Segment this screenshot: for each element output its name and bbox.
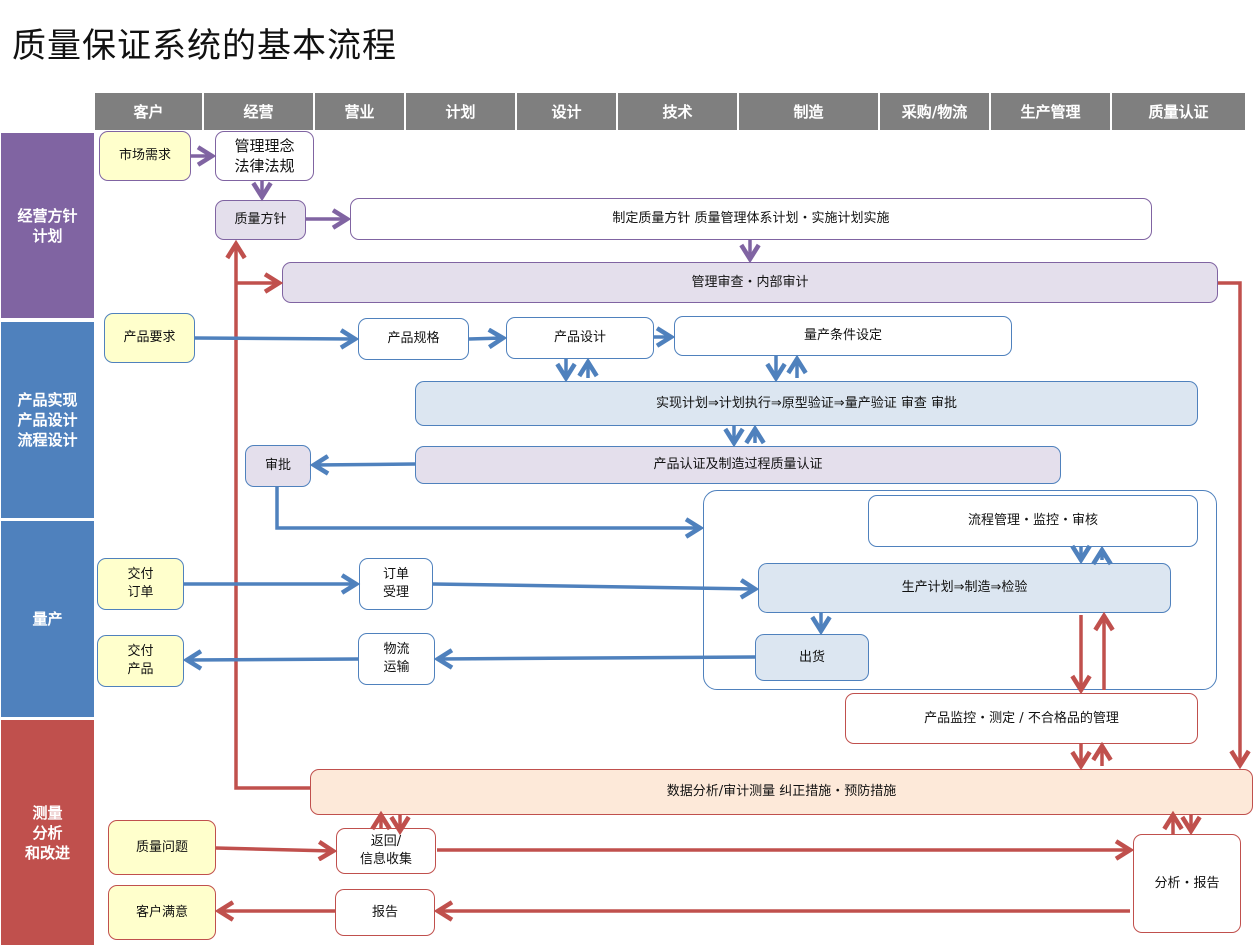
lane-measurement-improvement: 测量 分析 和改进 [1,720,94,945]
node-feedback-collection[interactable]: 返回/ 信息收集 [336,828,436,874]
node-quality-policy[interactable]: 质量方针 [215,200,306,240]
arrow-approval-to-production [275,487,700,528]
arrow-review-to-analysis [1218,281,1240,765]
arrow-analysis-to-policy [236,244,310,790]
node-deliver-order[interactable]: 交付 订单 [97,558,184,610]
node-product-requirement[interactable]: 产品要求 [104,313,195,363]
arrow-cert-to-approval [314,464,416,465]
node-production-plan[interactable]: 生产计划⇒制造⇒检验 [758,563,1171,613]
node-management-philosophy[interactable]: 管理理念 法律法规 [215,131,314,181]
column-header-planning: 计划 [406,93,515,130]
lane-mass-production: 量产 [1,521,94,717]
column-header-manufacturing: 制造 [739,93,878,130]
node-certification[interactable]: 产品认证及制造过程质量认证 [415,446,1061,484]
column-header-quality-cert: 质量认证 [1112,93,1245,130]
node-mass-production-conditions[interactable]: 量产条件设定 [674,316,1012,356]
column-header-production-mgmt: 生产管理 [991,93,1110,130]
node-process-management[interactable]: 流程管理・监控・审核 [868,495,1198,547]
node-logistics[interactable]: 物流 运输 [358,633,435,685]
node-market-demand[interactable]: 市场需求 [99,131,191,181]
column-header-sales: 营业 [315,93,404,130]
node-management-review[interactable]: 管理审查・内部审计 [282,262,1218,303]
node-order-acceptance[interactable]: 订单 受理 [359,558,433,610]
column-header-customer: 客户 [95,93,202,130]
arrow-req-to-spec [194,338,355,339]
node-quality-issue[interactable]: 质量问题 [108,820,216,875]
column-header-management: 经营 [204,93,313,130]
lane-product-realization: 产品实现 产品设计 流程设计 [1,322,94,518]
node-shipping[interactable]: 出货 [755,634,869,681]
node-product-design[interactable]: 产品设计 [506,317,654,359]
lane-business-policy: 经营方针 计划 [1,133,94,318]
column-header-design: 设计 [517,93,616,130]
page-title: 质量保证系统的基本流程 [12,26,397,66]
node-realization-plan[interactable]: 实现计划⇒计划执行⇒原型验证⇒量产验证 审查 审批 [415,381,1198,426]
node-report[interactable]: 报告 [335,889,435,936]
node-customer-satisfaction[interactable]: 客户满意 [108,885,216,940]
column-header-technology: 技术 [618,93,737,130]
arrow-issue-to-feedback [215,848,333,851]
arrow-spec-to-design [468,338,503,339]
node-analysis-report[interactable]: 分析・报告 [1133,834,1241,933]
node-policy-planning[interactable]: 制定质量方针 质量管理体系计划・实施计划实施 [350,198,1152,240]
node-product-monitoring[interactable]: 产品监控・测定 / 不合格品的管理 [845,693,1198,744]
node-product-spec[interactable]: 产品规格 [358,318,469,360]
node-deliver-product[interactable]: 交付 产品 [97,635,184,687]
node-approval[interactable]: 审批 [245,445,311,487]
arrow-logistics-to-customer [187,659,359,660]
node-data-analysis[interactable]: 数据分析/审计测量 纠正措施・预防措施 [310,769,1253,815]
column-header-purchasing: 采购/物流 [880,93,989,130]
